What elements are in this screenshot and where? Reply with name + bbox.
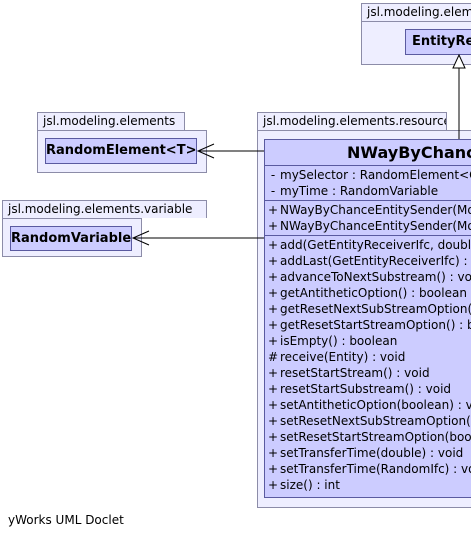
method-row-text: add(GetEntityReceiverIfc, double xyxy=(280,238,471,252)
visibility-marker: + xyxy=(267,414,279,428)
class-entity-receiver[interactable]: EntityRec xyxy=(405,29,471,55)
method-row-text: size() : int xyxy=(280,478,340,492)
visibility-marker: + xyxy=(267,286,279,300)
method-row-text: advanceToNextSubstream() : voi xyxy=(280,270,471,284)
visibility-marker: + xyxy=(267,430,279,444)
method-row: +size() : int xyxy=(265,477,471,493)
constructor-row-text: NWayByChanceEntitySender(Mode xyxy=(280,203,471,217)
footer-credit: yWorks UML Doclet xyxy=(8,513,124,527)
method-row-text: isEmpty() : boolean xyxy=(280,334,398,348)
method-row-text: resetStartSubstream() : void xyxy=(280,382,452,396)
method-row: +setResetNextSubStreamOption(bo xyxy=(265,413,471,429)
package-tab-variable: jsl.modeling.elements.variable xyxy=(2,200,207,218)
association-random-element-arrow xyxy=(196,143,215,159)
method-row-text: setTransferTime(RandomIfc) : vo xyxy=(280,462,471,476)
method-row-text: setResetStartStreamOption(boole xyxy=(280,430,471,444)
visibility-marker: + xyxy=(267,254,279,268)
method-row-text: addLast(GetEntityReceiverIfc) : v xyxy=(280,254,471,268)
constructor-row: +NWayByChanceEntitySender(Mode xyxy=(265,218,471,234)
method-row: +setTransferTime(RandomIfc) : vo xyxy=(265,461,471,477)
method-row: +setResetStartStreamOption(boole xyxy=(265,429,471,445)
attributes-section: -mySelector : RandomElement<Ge-myTime : … xyxy=(265,166,471,201)
method-row: +advanceToNextSubstream() : voi xyxy=(265,269,471,285)
visibility-marker: # xyxy=(267,350,279,364)
method-row-text: receive(Entity) : void xyxy=(280,350,406,364)
visibility-marker: - xyxy=(270,168,276,182)
attribute-row-text: myTime : RandomVariable xyxy=(280,184,439,198)
method-row: +resetStartSubstream() : void xyxy=(265,381,471,397)
visibility-marker: - xyxy=(270,184,276,198)
method-row: +getResetStartStreamOption() : bo xyxy=(265,317,471,333)
constructor-row-text: NWayByChanceEntitySender(Mode xyxy=(280,219,471,233)
method-row: +setTransferTime(double) : void xyxy=(265,445,471,461)
method-row-text: resetStartStream() : void xyxy=(280,366,430,380)
visibility-marker: + xyxy=(267,398,279,412)
class-random-element[interactable]: RandomElement<T> xyxy=(45,138,197,164)
package-tab-top: jsl.modeling.elements xyxy=(361,3,471,21)
method-row-text: getResetStartStreamOption() : bo xyxy=(280,318,471,332)
visibility-marker: + xyxy=(267,203,279,217)
method-row: +add(GetEntityReceiverIfc, double xyxy=(265,237,471,253)
package-tab-elements: jsl.modeling.elements xyxy=(37,112,185,130)
method-row-text: setResetNextSubStreamOption(bo xyxy=(280,414,471,428)
visibility-marker: + xyxy=(267,219,279,233)
method-row: +resetStartStream() : void xyxy=(265,365,471,381)
constructor-row: +NWayByChanceEntitySender(Mode xyxy=(265,202,471,218)
visibility-marker: + xyxy=(267,318,279,332)
visibility-marker: + xyxy=(267,366,279,380)
methods-section: +add(GetEntityReceiverIfc, double+addLas… xyxy=(265,236,471,494)
class-random-variable[interactable]: RandomVariable xyxy=(10,226,132,251)
visibility-marker: + xyxy=(267,462,279,476)
method-row-text: setTransferTime(double) : void xyxy=(280,446,464,460)
attribute-row: -mySelector : RandomElement<Ge xyxy=(265,167,471,183)
attribute-row-text: mySelector : RandomElement<Ge xyxy=(280,168,471,182)
association-random-variable-arrow xyxy=(131,230,150,246)
visibility-marker: + xyxy=(267,302,279,316)
method-row: +getAntitheticOption() : boolean xyxy=(265,285,471,301)
method-row-text: getResetNextSubStreamOption() xyxy=(280,302,471,316)
class-title: NWayByChanceI xyxy=(265,140,471,166)
generalization-arrowhead xyxy=(452,53,466,69)
attribute-row: -myTime : RandomVariable xyxy=(265,183,471,199)
package-tab-resource: jsl.modeling.elements.resource xyxy=(257,112,447,130)
visibility-marker: + xyxy=(267,446,279,460)
visibility-marker: + xyxy=(267,478,279,492)
visibility-marker: + xyxy=(267,334,279,348)
class-nway-by-chance-entity-sender[interactable]: NWayByChanceI -mySelector : RandomElemen… xyxy=(264,139,471,498)
method-row: +isEmpty() : boolean xyxy=(265,333,471,349)
method-row: +addLast(GetEntityReceiverIfc) : v xyxy=(265,253,471,269)
method-row: +getResetNextSubStreamOption() xyxy=(265,301,471,317)
visibility-marker: + xyxy=(267,238,279,252)
method-row-text: getAntitheticOption() : boolean xyxy=(280,286,467,300)
method-row: #receive(Entity) : void xyxy=(265,349,471,365)
visibility-marker: + xyxy=(267,270,279,284)
method-row-text: setAntitheticOption(boolean) : vo xyxy=(280,398,471,412)
method-row: +setAntitheticOption(boolean) : vo xyxy=(265,397,471,413)
constructors-section: +NWayByChanceEntitySender(Mode+NWayByCha… xyxy=(265,201,471,236)
visibility-marker: + xyxy=(267,382,279,396)
